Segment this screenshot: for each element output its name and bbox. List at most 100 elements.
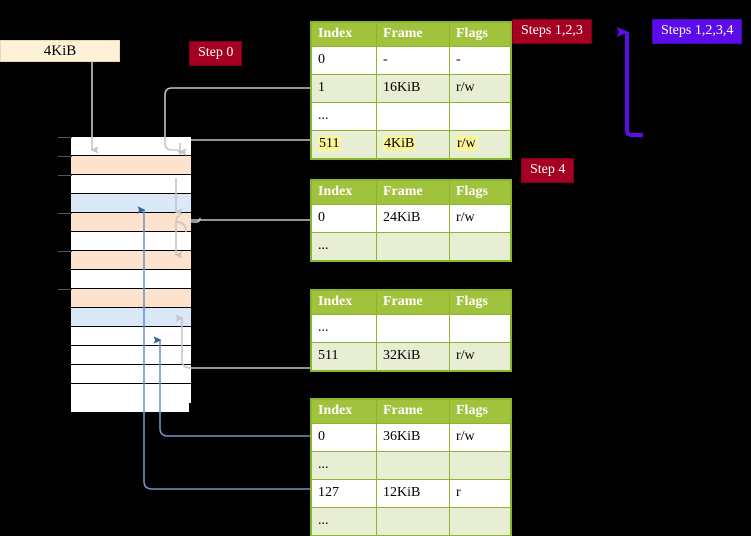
memory-frame-row <box>71 346 191 365</box>
table-cell: 0 <box>311 46 377 75</box>
table-cell: ... <box>311 232 377 261</box>
table-cell: 0 <box>311 423 377 452</box>
frame-tick-mark <box>58 156 72 157</box>
table-cell: 12KiB <box>376 479 450 508</box>
frame-tick-mark <box>58 175 72 176</box>
memory-frame-row <box>71 384 191 403</box>
table-cell: r/w <box>449 74 511 103</box>
table-row: ... <box>311 507 511 536</box>
table-header-index: Index <box>311 180 377 205</box>
table-cell: r/w <box>449 204 511 233</box>
table-row: 0-- <box>311 46 511 75</box>
memory-frame-row <box>71 365 191 384</box>
link-pd-511-to-grid <box>175 314 311 369</box>
table-header-index: Index <box>311 399 377 424</box>
memory-frame-row <box>71 213 191 232</box>
table-cell: r/w <box>449 342 511 371</box>
page-size-box-4kib: 4KiB <box>0 40 120 62</box>
table-cell: ... <box>311 507 377 536</box>
highlight-mark: 4KiB <box>383 136 416 151</box>
link-curve-b <box>175 221 187 233</box>
link-pt-0-to-grid <box>153 336 311 437</box>
link-steps-1234-bracket <box>616 27 643 137</box>
physical-memory-frame-grid <box>70 136 191 413</box>
table-cell: 36KiB <box>376 423 450 452</box>
frame-tick-mark <box>58 213 72 214</box>
table-header-flags: Flags <box>449 180 511 205</box>
table-header-frame: Frame <box>376 399 450 424</box>
memory-frame-row <box>71 175 191 194</box>
frame-tick-mark <box>58 137 72 138</box>
table-header-frame: Frame <box>376 290 450 315</box>
table-cell: r <box>449 479 511 508</box>
table-cell <box>376 507 450 536</box>
table-cell: 0 <box>311 204 377 233</box>
table-cell <box>376 232 450 261</box>
table-cell: ... <box>311 314 377 343</box>
highlight-mark: 511 <box>318 136 341 151</box>
table-header-flags: Flags <box>449 22 511 47</box>
table-row: ... <box>311 314 511 343</box>
table-cell: ... <box>311 451 377 480</box>
table-cell: ... <box>311 102 377 131</box>
table-cell <box>449 451 511 480</box>
table-cell <box>449 102 511 131</box>
table-cell: r/w <box>449 130 511 159</box>
link-curve-a <box>175 215 181 223</box>
table-cell: r/w <box>449 423 511 452</box>
frame-tick-mark <box>58 251 72 252</box>
table-cell: 127 <box>311 479 377 508</box>
memory-frame-row <box>71 270 191 289</box>
memory-frame-row <box>71 308 191 327</box>
link-pt-127-to-grid <box>137 206 311 490</box>
table-cell <box>376 314 450 343</box>
table-cell <box>449 314 511 343</box>
table-cell <box>449 232 511 261</box>
table-cell: 511 <box>311 130 377 159</box>
table-cell: 16KiB <box>376 74 450 103</box>
table-cell <box>376 451 450 480</box>
table-cell: 511 <box>311 342 377 371</box>
badge-step-4: Step 4 <box>521 158 575 183</box>
table-header-flags: Flags <box>449 290 511 315</box>
table-header-frame: Frame <box>376 22 450 47</box>
frame-tick-mark <box>58 289 72 290</box>
table-header-index: Index <box>311 22 377 47</box>
memory-frame-row <box>71 137 191 156</box>
badge-steps-1-2-3: Steps 1,2,3 <box>512 19 592 44</box>
table-row: ... <box>311 451 511 480</box>
table-header-index: Index <box>311 290 377 315</box>
table-cell: 32KiB <box>376 342 450 371</box>
memory-frame-row <box>71 156 191 175</box>
table-row: ... <box>311 232 511 261</box>
table-row: 511 4KiB r/w <box>311 130 511 159</box>
table-cell: 1 <box>311 74 377 103</box>
link-pdp-entry <box>190 217 201 223</box>
badge-steps-1-2-3-4: Steps 1,2,3,4 <box>652 19 743 44</box>
table-cell: - <box>376 46 450 75</box>
memory-frame-row <box>71 194 191 213</box>
link-step0-elbow <box>164 87 311 156</box>
table-cell <box>376 102 450 131</box>
table-cell: 24KiB <box>376 204 450 233</box>
memory-frame-row <box>71 232 191 251</box>
table-header-frame: Frame <box>376 180 450 205</box>
highlight-mark: r/w <box>456 136 477 151</box>
badge-step-0: Step 0 <box>189 41 243 66</box>
memory-frame-row <box>71 251 191 270</box>
memory-frame-row <box>71 289 191 308</box>
table-cell <box>449 507 511 536</box>
table-cell: 4KiB <box>376 130 450 159</box>
table-header-flags: Flags <box>449 399 511 424</box>
